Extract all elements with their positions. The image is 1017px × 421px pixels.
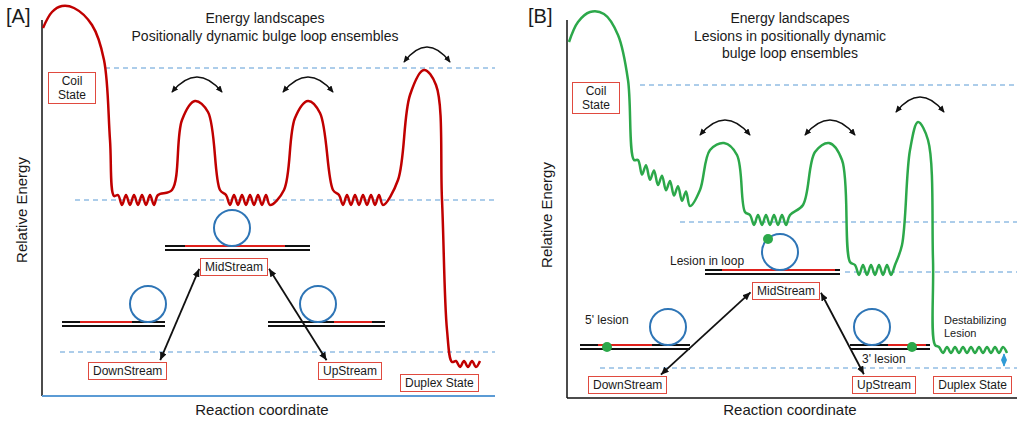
lesion-note: 5' lesion [585, 313, 629, 327]
x-axis [42, 395, 495, 397]
dna-strand [850, 348, 930, 350]
state-label: UpStream [857, 378, 911, 392]
energy-level [640, 85, 1017, 86]
energy-level [75, 200, 495, 201]
energy-level [600, 368, 1017, 369]
state-box: UpStream [852, 376, 916, 394]
x-axis [567, 397, 1017, 399]
exchange-arc [283, 77, 333, 92]
state-box: Coil State [48, 72, 96, 104]
panel-title: Energy landscapes [205, 10, 324, 27]
dna-strand [705, 273, 840, 275]
bulge-loop [300, 286, 336, 322]
state-label: Duplex State [405, 376, 474, 390]
panel-subtitle: Lesions in positionally dynamic bulge lo… [675, 28, 905, 62]
state-label: Duplex State [938, 378, 1007, 392]
y-axis [566, 20, 568, 398]
panel-subtitle: Positionally dynamic bulge loop ensemble… [132, 28, 399, 45]
state-box: MidStream [752, 282, 820, 300]
exchange-arc [805, 120, 855, 135]
lesion-dot [763, 234, 773, 244]
energy-level [105, 68, 495, 69]
equilibrium-arrow [160, 269, 199, 360]
exchange-arc [700, 120, 750, 135]
panel-title: Energy landscapes [730, 10, 849, 27]
state-label: UpStream [323, 364, 377, 378]
equilibrium-arrow [269, 269, 326, 361]
panel-tag: [B] [528, 4, 552, 28]
energy-curves [43, 6, 1007, 367]
lesion-dot [602, 342, 612, 352]
bulge-loop [762, 234, 798, 270]
lesion-note: Destabilizing Lesion [944, 314, 1012, 340]
exchange-arc [404, 47, 450, 62]
y-axis [41, 20, 43, 396]
dna-strand [62, 325, 165, 327]
state-box: Duplex State [400, 374, 479, 392]
bulge-region [334, 321, 372, 323]
dna-strand [268, 325, 385, 327]
lesion-note: Lesion in loop [670, 254, 744, 268]
exchange-arc [896, 97, 944, 112]
state-box: MidStream [200, 258, 268, 276]
axis-label: Relative Energy [538, 162, 556, 268]
equilibrium-arrow [821, 293, 864, 374]
state-box: DownStream [88, 362, 167, 380]
bulge-loop [854, 309, 890, 345]
state-label: DownStream [593, 378, 662, 392]
state-label: MidStream [205, 260, 263, 274]
axis-label: Reaction coordinate [195, 401, 328, 419]
bulge-loop [214, 210, 250, 246]
energy-curve [43, 6, 480, 367]
state-box: DownStream [588, 376, 667, 394]
state-label: DownStream [93, 364, 162, 378]
exchange-arc [172, 77, 222, 92]
bulge-loop [130, 286, 166, 322]
state-box: UpStream [318, 362, 382, 380]
state-box: Coil State [572, 82, 620, 114]
state-label: Coil State [577, 84, 615, 112]
energy-level [680, 222, 1017, 223]
equilibrium-arrow [661, 292, 751, 374]
lesion-dot [907, 342, 917, 352]
axis-label: Relative Energy [13, 157, 31, 263]
bulge-region [80, 321, 132, 323]
energy-level [845, 272, 1017, 273]
dna-strand [268, 321, 385, 323]
state-box: Duplex State [933, 376, 1012, 394]
axis-label: Reaction coordinate [723, 401, 856, 419]
dna-strand [850, 344, 930, 346]
energy-curve [569, 11, 1007, 353]
energy-level [60, 352, 495, 353]
dna-strand [580, 348, 690, 350]
state-label: MidStream [757, 284, 815, 298]
panel-tag: [A] [6, 4, 30, 28]
bulge-region [888, 344, 926, 346]
lesion-note: 3' lesion [862, 352, 906, 366]
dna-strand [165, 249, 310, 251]
bulge-loop [650, 309, 686, 345]
state-label: Coil State [53, 74, 91, 102]
destabilization-arrow [1003, 354, 1005, 366]
